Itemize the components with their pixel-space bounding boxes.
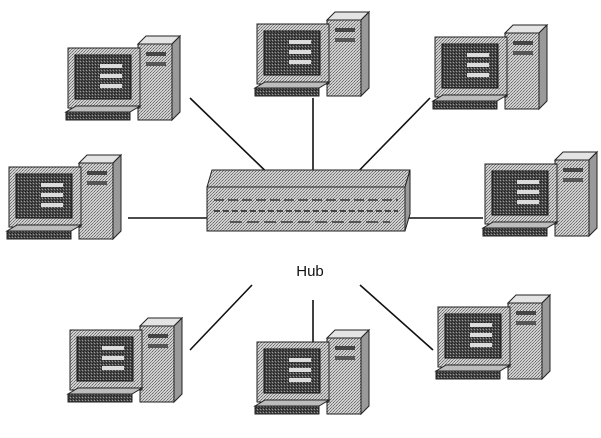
link-computer-bottom-left [190, 285, 252, 350]
hub-label: Hub [296, 263, 324, 280]
desktop-computer-icon [436, 295, 550, 379]
computer-top-left [66, 36, 180, 120]
computer-bottom-right [436, 295, 550, 379]
desktop-computer-icon [483, 152, 597, 236]
hub-device: Hub [207, 170, 410, 280]
desktop-computer-icon [66, 36, 180, 120]
desktop-computer-icon [255, 330, 369, 414]
computer-bottom-left [68, 318, 182, 402]
desktop-computer-icon [433, 25, 547, 109]
computer-middle-right [483, 152, 597, 236]
link-computer-bottom-right [360, 285, 433, 350]
desktop-computer-icon [68, 318, 182, 402]
desktop-computer-icon [7, 155, 121, 239]
computer-top-center [255, 12, 369, 96]
network-hub-icon [207, 170, 410, 231]
computer-middle-left [7, 155, 121, 239]
computer-bottom-center [255, 330, 369, 414]
desktop-computer-icon [255, 12, 369, 96]
computer-top-right [433, 25, 547, 109]
